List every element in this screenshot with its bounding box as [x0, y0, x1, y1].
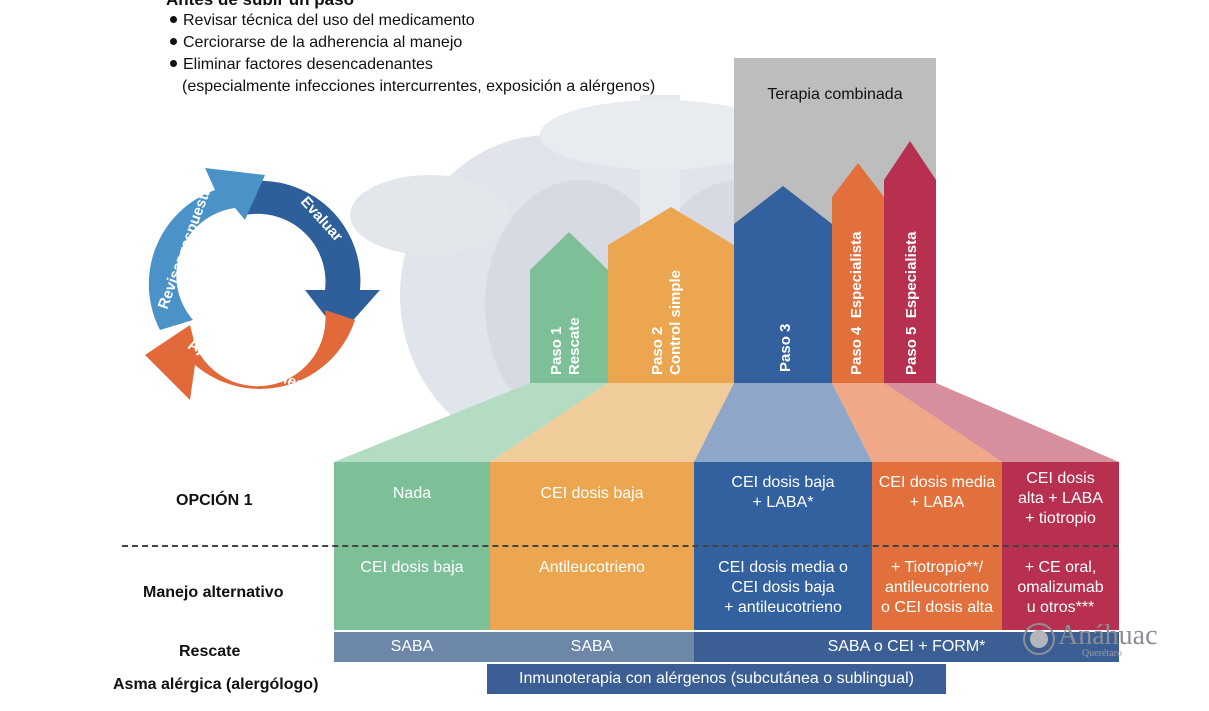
step-4-arrow — [832, 163, 884, 383]
row-label-allergic: Asma alérgica (alergólogo) — [113, 676, 319, 693]
checklist: Revisar técnica del uso del medicamento … — [168, 10, 655, 98]
alternative-cell: CEI dosis baja — [360, 559, 464, 576]
checklist-item: Eliminar factores desencadenantes — [168, 54, 655, 76]
review-arrow — [148, 168, 265, 330]
treatment-cycle-diagram: Evaluar Ajustar tratamiento Revisar resp… — [145, 168, 380, 400]
option1-cell: CEI dosis alta + LABA + tiotropio — [1018, 470, 1103, 527]
evaluate-arrow — [245, 180, 380, 335]
rescue-bar: SABA — [334, 632, 490, 662]
option1-cell: CEI dosis baja — [540, 485, 644, 502]
funnel-step-3 — [694, 383, 872, 462]
row-divider — [122, 545, 1119, 547]
logo-name: Anáhuac — [1058, 620, 1158, 651]
step-5-arrow — [884, 141, 936, 383]
step-3-label: Paso 3 — [777, 323, 794, 372]
alternative-cell: + Tiotropio**/ antileucotrieno o CEI dos… — [880, 559, 994, 616]
option1-cell: CEI dosis media + LABA — [878, 474, 996, 511]
checklist-item: Cerciorarse de la adherencia al manejo — [168, 32, 655, 54]
alternative-cell: CEI dosis media o CEI dosis baja + antil… — [718, 559, 848, 616]
funnel-step-2 — [490, 383, 734, 462]
adjust-arrow — [145, 310, 355, 400]
header-title: Antes de subir un paso — [166, 0, 354, 10]
alternative-cell: + CE oral, omalizumab u otros*** — [1017, 559, 1104, 616]
immunotherapy-bar: Inmunoterapia con alérgenos (subcutánea … — [487, 664, 946, 694]
row-label-option1: OPCIÓN 1 — [176, 492, 253, 509]
step-5-label: Paso 5 Especialista — [903, 231, 920, 375]
seal-icon — [1023, 623, 1055, 655]
anahuac-logo: Anáhuac Querétaro — [1022, 620, 1158, 661]
step-1-arrow — [530, 232, 608, 383]
option1-cell: CEI dosis baja + LABA* — [731, 474, 835, 511]
funnel-step-4 — [832, 383, 1002, 462]
row-label-rescue: Rescate — [179, 643, 241, 660]
step-2-arrow — [608, 207, 734, 383]
alternative-cell: Antileucotrieno — [539, 559, 645, 576]
step-4-label: Paso 4 Especialista — [848, 231, 865, 375]
funnel-step-5 — [884, 383, 1119, 462]
option1-cell: Nada — [392, 485, 432, 502]
step-3-arrow — [734, 186, 832, 383]
rescue-bar: SABA o CEI + FORM* — [694, 632, 1119, 662]
combination-therapy-label: Terapia combinada — [767, 86, 903, 103]
checklist-note: (especialmente infecciones intercurrente… — [182, 78, 656, 95]
funnel-step-1 — [334, 383, 608, 462]
logo-sub: Querétaro — [1082, 648, 1122, 659]
row-label-alternative: Manejo alternativo — [143, 584, 284, 601]
rescue-bar: SABA — [490, 632, 694, 662]
checklist-item: Revisar técnica del uso del medicamento — [168, 10, 655, 32]
